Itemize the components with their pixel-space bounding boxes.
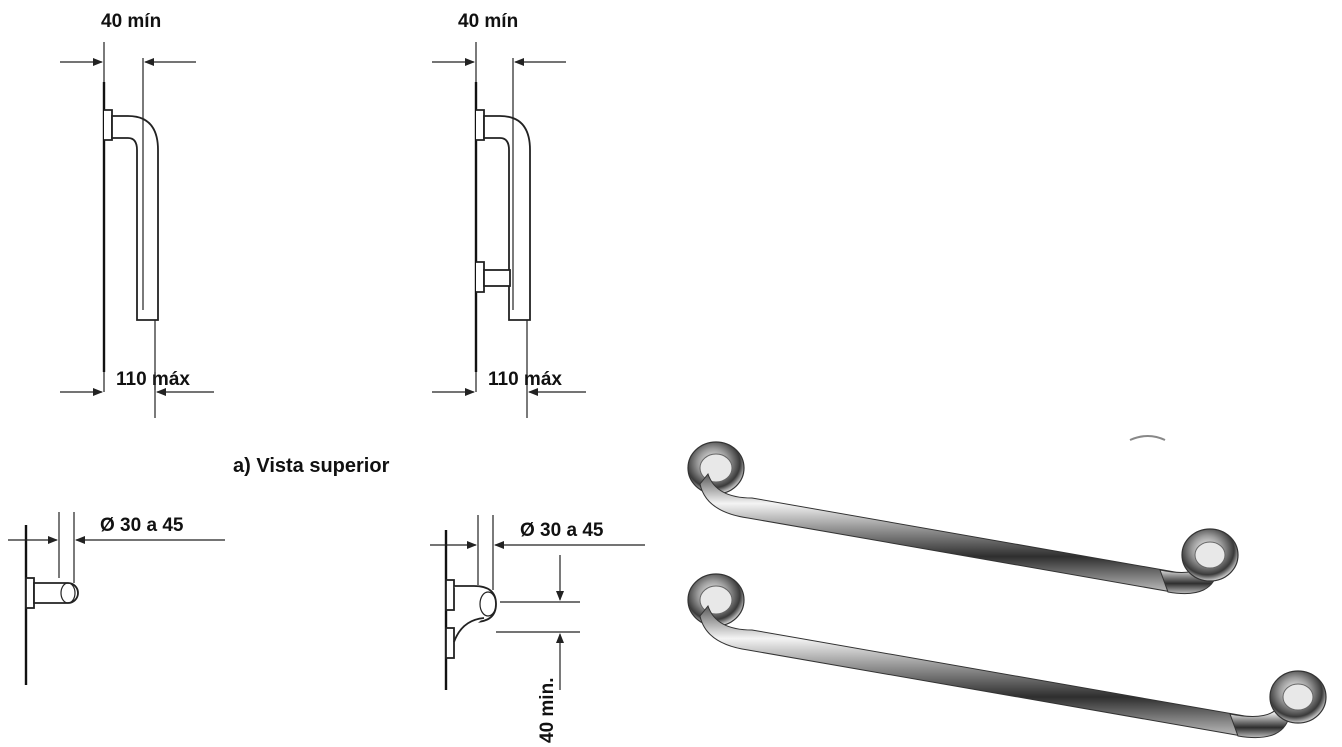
top-right-bottom-dimension: 110 máx — [488, 369, 562, 390]
view-caption: a) Vista superior — [233, 455, 390, 477]
bottom-right-diameter-dimension: Ø 30 a 45 — [520, 520, 604, 541]
bottom-right-view: Ø 30 a 45 40 min. — [430, 515, 645, 743]
bottom-left-view: Ø 30 a 45 — [8, 512, 225, 685]
top-right-view: 40 mín 110 máx — [432, 11, 586, 418]
top-left-top-dimension: 40 mín — [101, 11, 161, 32]
bottom-right-vertical-dimension: 40 min. — [537, 678, 558, 743]
grab-bar-lower — [687, 573, 1327, 739]
grab-bar-upper — [687, 441, 1239, 595]
top-right-top-dimension: 40 mín — [458, 11, 518, 32]
bottom-left-diameter-dimension: Ø 30 a 45 — [100, 515, 184, 536]
top-left-view: 40 mín 110 máx — [60, 11, 214, 418]
top-left-bottom-dimension: 110 máx — [116, 369, 190, 390]
grab-bars-photo — [687, 435, 1327, 739]
